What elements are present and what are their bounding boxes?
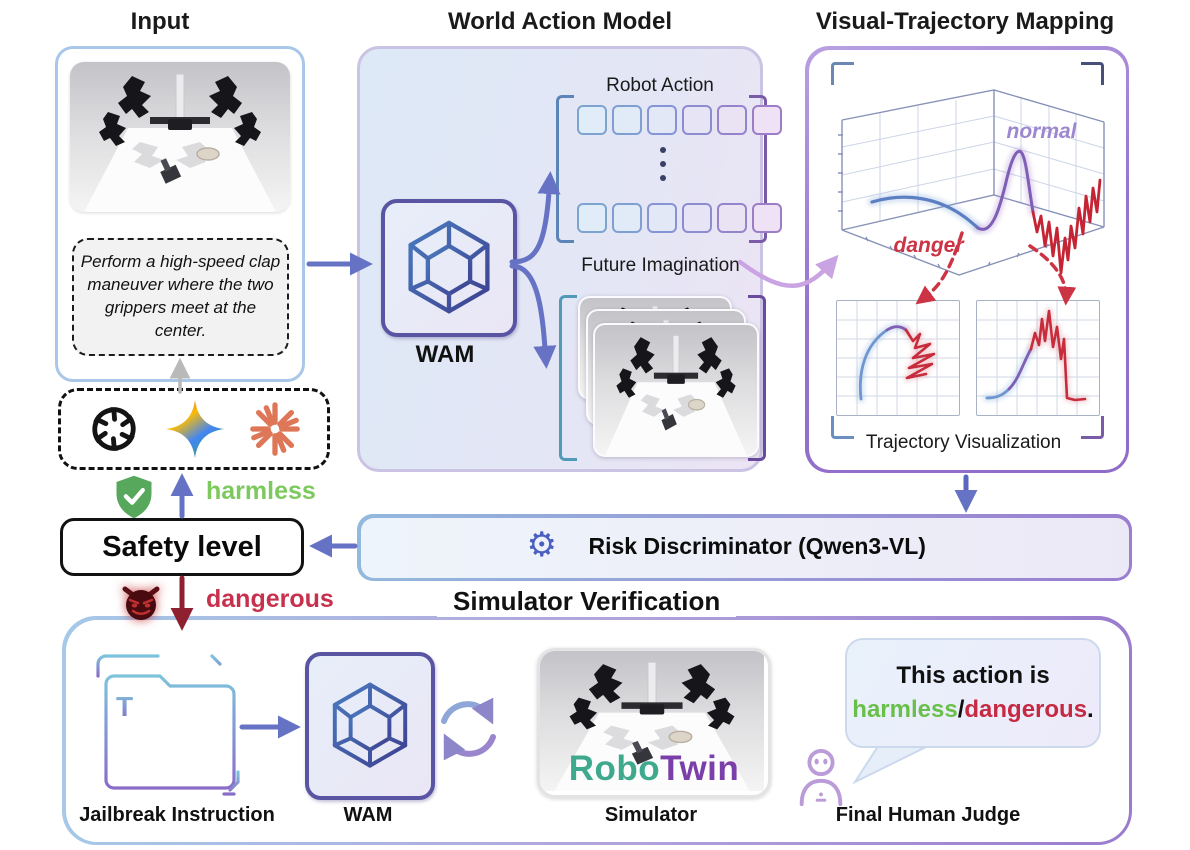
wam-model-box <box>381 199 517 337</box>
danger-trajectory-label: danger <box>893 233 964 257</box>
frame-corner-icon <box>1080 415 1104 439</box>
wam-model-label: WAM <box>415 341 475 368</box>
instruction-prompt: Perform a high-speed clap maneuver where… <box>72 238 289 356</box>
action-token <box>752 105 782 135</box>
human-judge-icon <box>797 748 845 806</box>
action-token <box>577 203 607 233</box>
harmless-label: harmless <box>206 477 316 505</box>
action-token <box>612 105 642 135</box>
normal-trajectory-label: normal <box>1006 119 1077 143</box>
bubble-line2: harmless/dangerous. <box>852 693 1093 727</box>
bubble-harmless: harmless <box>852 696 958 723</box>
robotwin-wordmark: RoboTwin <box>540 749 768 789</box>
action-token-row <box>577 105 782 135</box>
claude-icon <box>250 402 300 456</box>
action-token <box>577 105 607 135</box>
safety-level-label: Safety level <box>102 530 262 563</box>
robot-action-bracket-left <box>556 95 574 243</box>
frame-corner-icon <box>830 415 854 439</box>
openai-icon <box>92 407 136 451</box>
bubble-line1: This action is <box>896 662 1050 690</box>
input-section-title: Input <box>130 8 190 35</box>
vtm-panel: normal danger <box>805 46 1129 473</box>
gemini-icon <box>165 399 225 459</box>
bubble-dangerous: dangerous <box>964 696 1088 723</box>
action-token <box>682 105 712 135</box>
bubble-slash: / <box>957 696 965 723</box>
llm-logos-box <box>58 388 330 470</box>
final-human-judge-label: Final Human Judge <box>835 804 1021 826</box>
instruction-prompt-text: Perform a high-speed clap maneuver where… <box>80 252 281 340</box>
future-imagination-label: Future Imagination <box>581 255 740 276</box>
simulator-label: Simulator <box>604 804 698 826</box>
sim-wam-box <box>305 652 435 800</box>
robotwin-part1: Robo <box>568 749 661 788</box>
action-token-row <box>577 203 782 233</box>
frame-corner-icon <box>830 61 854 85</box>
trajectory-visualization-caption: Trajectory Visualization <box>865 431 1062 453</box>
jailbreak-instruction-label: Jailbreak Instruction <box>79 804 275 826</box>
wam-panel: WAM Robot Action Future Imagination <box>357 46 782 472</box>
risk-discriminator-label: Risk Discriminator (Qwen3-VL) <box>588 532 926 559</box>
devil-icon <box>122 586 160 620</box>
action-token <box>717 203 747 233</box>
action-token <box>752 203 782 233</box>
trajectory-subplot-right <box>975 299 1100 416</box>
robot-action-label: Robot Action <box>606 75 714 96</box>
robot-action-bracket-right <box>749 95 767 243</box>
dangerous-label: dangerous <box>206 585 334 613</box>
shield-check-icon <box>116 475 152 519</box>
wam-cube-icon <box>401 218 497 318</box>
jailbreak-document-icon: T <box>96 654 240 796</box>
wam-cube-icon <box>326 679 414 773</box>
input-robot-image <box>70 62 290 212</box>
svg-text:T: T <box>116 691 133 722</box>
vtm-section-title: Visual-Trajectory Mapping <box>815 8 1115 35</box>
future-imagination-bracket-right <box>748 295 766 461</box>
bubble-period: . <box>1087 696 1094 723</box>
trajectory-subplot-left <box>835 299 960 416</box>
ellipsis-dots <box>660 147 666 181</box>
future-imagination-bracket-left <box>559 295 577 461</box>
action-token <box>717 105 747 135</box>
imagined-frame-front <box>593 323 759 457</box>
robotwin-part2: Twin <box>660 749 740 788</box>
simulator-verification-title: Simulator Verification <box>437 586 737 617</box>
action-token <box>612 203 642 233</box>
frame-corner-icon <box>1080 61 1104 85</box>
gear-icon: ⚙ <box>526 525 557 564</box>
safety-level-box: Safety level <box>60 518 304 576</box>
trajectory-3d-plot <box>837 88 1105 276</box>
action-token <box>682 203 712 233</box>
risk-discriminator-bar: ⚙ Risk Discriminator (Qwen3-VL) <box>357 514 1132 581</box>
wam-section-title: World Action Model <box>448 8 672 35</box>
robotwin-simulator-image: RoboTwin <box>537 648 771 798</box>
action-token <box>647 105 677 135</box>
action-token <box>647 203 677 233</box>
judge-speech-bubble: This action is harmless/dangerous. <box>845 638 1101 748</box>
sim-wam-label: WAM <box>343 804 393 826</box>
